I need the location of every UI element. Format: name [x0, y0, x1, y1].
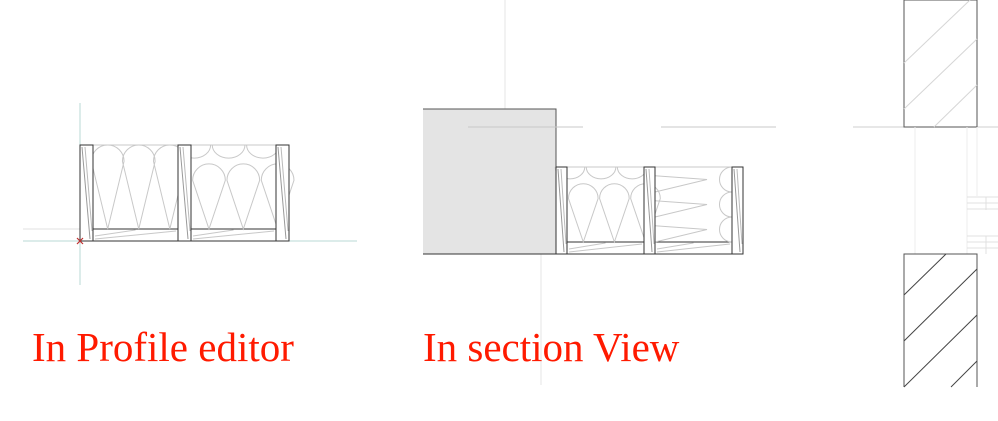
section-view-label: In section View	[423, 324, 680, 370]
stud-grain	[648, 168, 655, 245]
stud-grain	[733, 168, 741, 253]
origin-marker-icon	[76, 237, 84, 245]
plate-grain	[94, 229, 136, 237]
stud-grain	[81, 146, 91, 240]
wall-profile	[79, 144, 295, 242]
stud-grain	[277, 146, 287, 240]
stud-grain	[557, 168, 565, 253]
section-view	[423, 0, 776, 385]
stud-grain	[736, 168, 743, 245]
plate-grain	[656, 242, 694, 250]
upper-wall	[903, 0, 978, 128]
stud-grain	[179, 146, 189, 240]
lower-wall	[903, 253, 978, 387]
profile-editor-view	[23, 103, 357, 285]
plate-grain	[568, 243, 643, 253]
plate-grain	[192, 229, 234, 237]
stud-grain	[280, 146, 289, 232]
plate-grain	[94, 230, 177, 240]
plate-grain	[192, 230, 275, 240]
stud-grain	[84, 146, 93, 232]
plate-grain	[656, 243, 731, 253]
insulation-pattern	[654, 166, 733, 243]
stud-grain	[182, 146, 191, 232]
wall-detail-view	[853, 0, 998, 388]
stud-grain	[645, 168, 653, 253]
insulation-pattern	[177, 144, 295, 231]
wall-section	[554, 166, 744, 255]
plate-grain	[568, 242, 606, 250]
insulation-pattern	[554, 166, 661, 244]
insulation-pattern	[90, 144, 187, 230]
floor-slab	[423, 109, 556, 254]
profile-editor-label: In Profile editor	[32, 324, 294, 370]
stud-grain	[560, 168, 567, 245]
